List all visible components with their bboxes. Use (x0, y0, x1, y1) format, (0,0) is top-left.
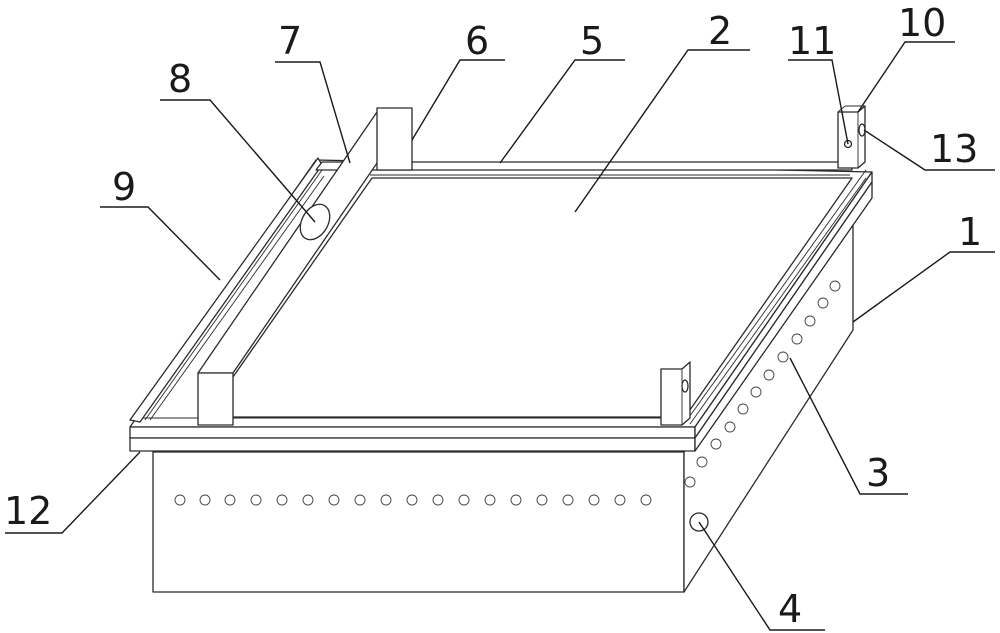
leader-lines (5, 41, 995, 631)
leader-10 (857, 41, 955, 113)
back-rail (315, 161, 853, 176)
leader-6 (411, 59, 505, 141)
front-post-hole (681, 379, 689, 393)
label-3: 3 (866, 451, 890, 495)
leader-9 (100, 206, 221, 281)
leader-1 (852, 251, 995, 323)
label-9: 9 (112, 165, 136, 209)
label-2: 2 (708, 9, 732, 53)
leader-13 (863, 129, 995, 171)
cross-bar-front-block (197, 372, 234, 426)
leader-2 (574, 49, 750, 213)
reference-numerals: 1 2 3 4 5 6 7 8 9 10 11 12 13 (4, 1, 982, 631)
label-7: 7 (278, 19, 302, 63)
side-holes-3 (684, 280, 841, 488)
label-1: 1 (958, 210, 982, 254)
leader-3 (789, 357, 908, 495)
box-front-face (152, 451, 685, 593)
front-rail-lower (129, 437, 696, 452)
front-rail (129, 426, 696, 439)
label-10: 10 (898, 1, 946, 45)
label-8: 8 (168, 57, 192, 101)
label-13: 13 (930, 127, 978, 171)
back-block-6 (376, 107, 413, 171)
front-post (660, 361, 691, 426)
leader-8 (160, 99, 316, 223)
back-rail-5 (315, 161, 853, 171)
label-6: 6 (465, 19, 489, 63)
working-plate-2 (204, 177, 853, 418)
posts (660, 105, 866, 426)
leader-7 (275, 61, 351, 164)
label-5: 5 (580, 19, 604, 63)
box-body (152, 204, 854, 593)
label-12: 12 (4, 489, 52, 533)
front-holes (174, 494, 652, 506)
leader-5 (499, 59, 625, 164)
label-4: 4 (778, 587, 802, 631)
right-rail-lower (694, 181, 873, 452)
leader-4 (698, 521, 825, 631)
leader-11 (788, 59, 849, 145)
leader-12 (5, 451, 141, 534)
cross-bar (197, 107, 413, 426)
label-11: 11 (788, 19, 836, 63)
